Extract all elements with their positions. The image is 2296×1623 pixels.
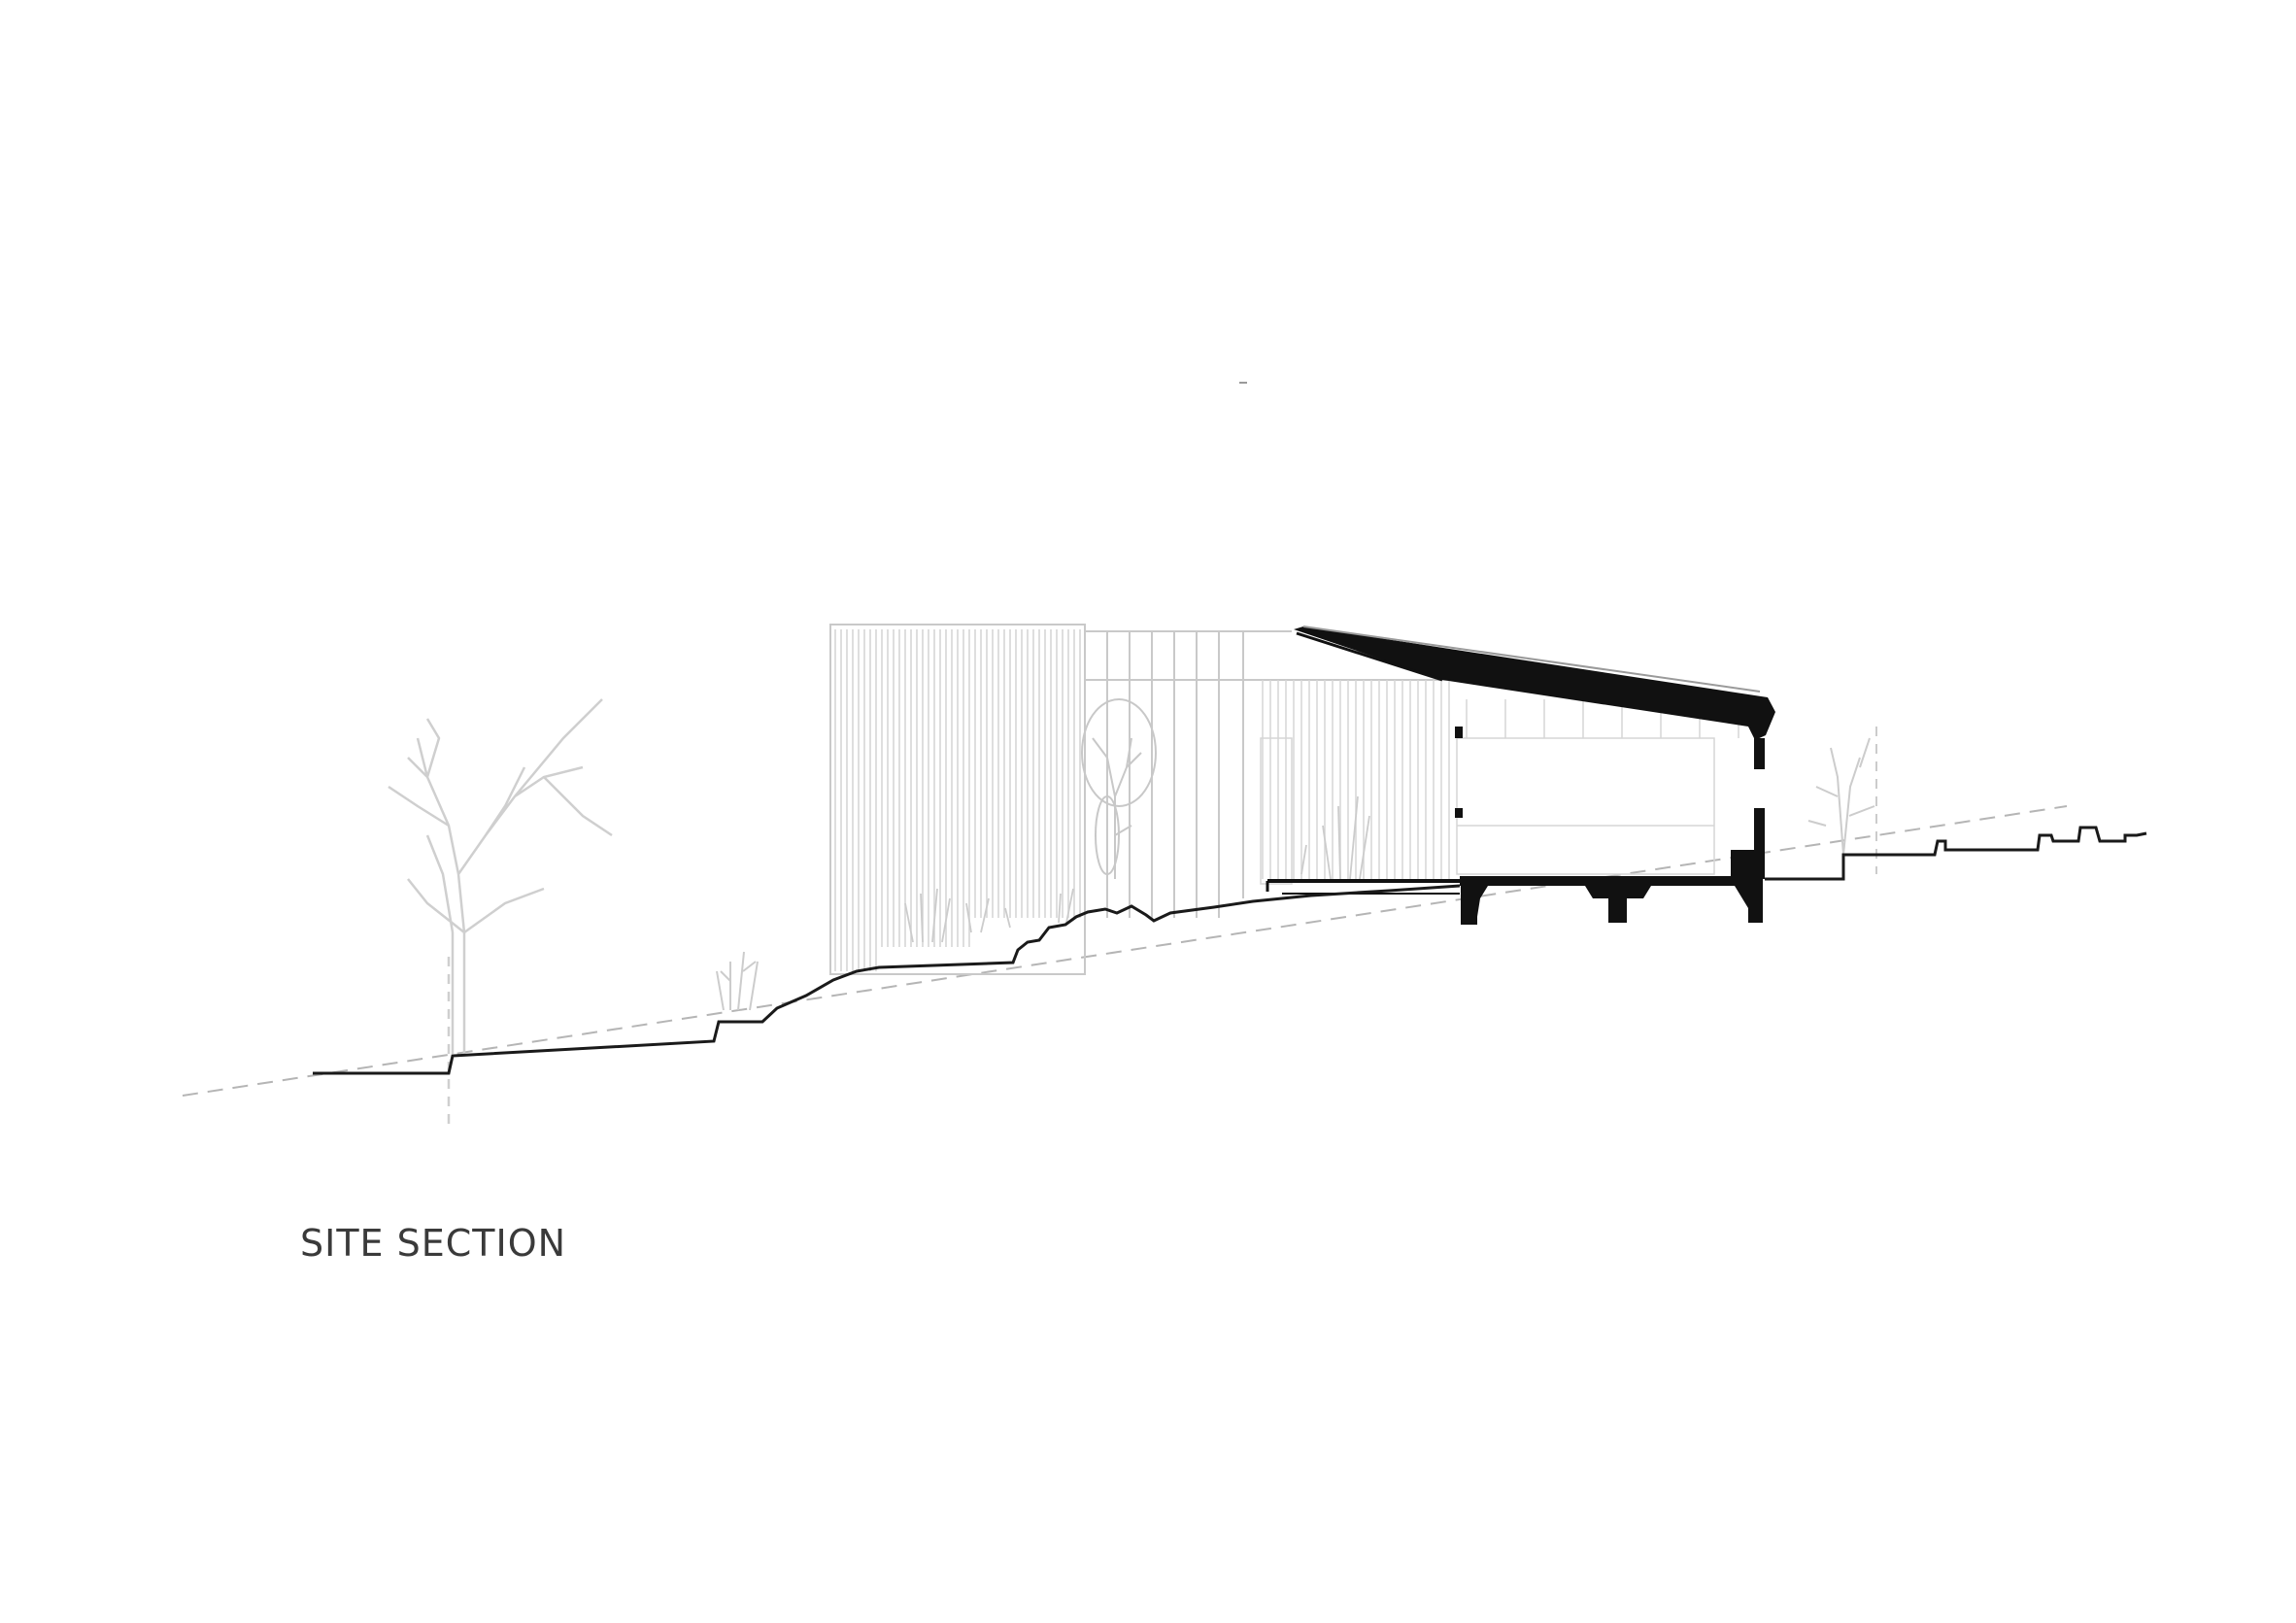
rear-wall-elevation xyxy=(1260,680,1739,885)
shrub-left xyxy=(716,951,759,1011)
roof-underside-line xyxy=(1296,631,1443,682)
original-grade-line xyxy=(182,805,2068,1097)
ground-line xyxy=(313,884,1461,1075)
shrub-right xyxy=(1807,727,1877,874)
deck xyxy=(1266,879,1460,895)
ground-line-right-steps xyxy=(1765,840,1950,879)
foundation-left xyxy=(1461,886,1477,925)
garden-plants xyxy=(904,795,1370,943)
timber-screen xyxy=(834,629,1081,971)
roof-cut xyxy=(1294,626,1775,740)
roof-top-line xyxy=(1302,626,1761,693)
wall-cut xyxy=(1731,738,1765,879)
floor-slab-cut xyxy=(1460,876,1763,923)
drawing-title: SITE SECTION xyxy=(300,1222,567,1265)
glazing-frame xyxy=(1455,727,1463,818)
ground-line-right xyxy=(1765,826,2147,881)
tree-left xyxy=(388,698,613,1127)
courtyard-tree xyxy=(1081,698,1157,879)
